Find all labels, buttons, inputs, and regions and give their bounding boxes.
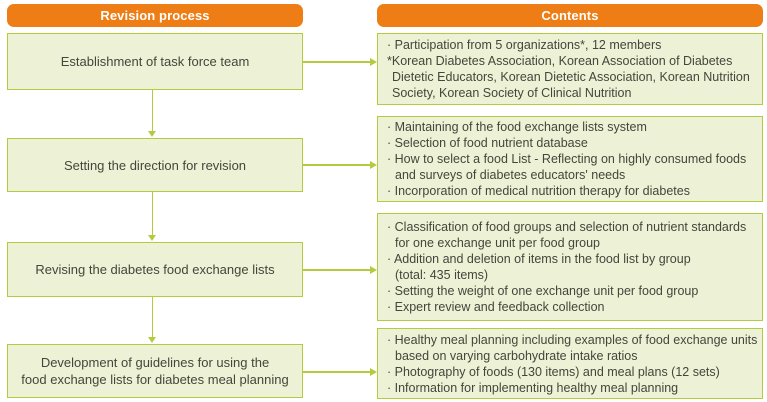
right-arrow-1 — [303, 58, 377, 65]
contents-line-continuation: and surveys of diabetes educators' needs — [395, 168, 626, 182]
contents-box-direction: · Maintaining of the food exchange lists… — [377, 116, 763, 202]
contents-line: · How to select a food List - Reflecting… — [387, 152, 747, 166]
down-arrow-3 — [149, 297, 156, 343]
contents-line: · Addition and deletion of items in the … — [387, 252, 691, 266]
process-box-guidelines: Development of guidelines for using the … — [7, 344, 303, 398]
contents-line-continuation: (total: 435 items) — [395, 268, 489, 282]
contents-line: · Maintaining of the food exchange lists… — [387, 120, 647, 134]
contents-line: · Incorporation of medical nutrition the… — [387, 184, 690, 198]
process-box-label: food exchange lists for diabetes meal pl… — [21, 372, 289, 387]
right-arrow-4 — [303, 368, 377, 375]
process-box-establishment: Establishment of task force team — [7, 33, 303, 90]
contents-line: · Information for implementing healthy m… — [387, 380, 679, 395]
process-box-label: Development of guidelines for using the — [40, 355, 270, 370]
process-box-revising: Revising the diabetes food exchange list… — [7, 242, 303, 297]
contents-line: · Classification of food groups and sele… — [387, 220, 747, 234]
process-box-label: Revising the diabetes food exchange list… — [35, 262, 275, 277]
contents-box-guidelines: · Healthy meal planning including exampl… — [377, 328, 763, 399]
process-box-label: Establishment of task force team — [60, 54, 250, 69]
contents-box-establishment: · Participation from 5 organizations*, 1… — [377, 33, 763, 105]
right-arrow-3 — [303, 266, 377, 273]
contents-line: · Expert review and feedback collection — [387, 300, 605, 314]
contents-footnote-line: *Korean Diabetes Association, Korean Ass… — [387, 54, 733, 68]
contents-line: · Healthy meal planning including exampl… — [387, 332, 758, 347]
contents-line: · Selection of food nutrient database — [387, 136, 588, 150]
contents-box-revising: · Classification of food groups and sele… — [377, 213, 763, 321]
process-box-label: Setting the direction for revision — [63, 157, 247, 173]
contents-line: · Setting the weight of one exchange uni… — [387, 284, 699, 298]
contents-footnote-line: Dietetic Educators, Korean Dietetic Asso… — [392, 70, 750, 84]
down-arrow-1 — [149, 90, 156, 137]
contents-header: Contents — [377, 4, 763, 27]
revision-process-header: Revision process — [7, 4, 303, 27]
contents-line-continuation: for one exchange unit per food group — [395, 236, 601, 250]
contents-line: · Photography of foods (130 items) and m… — [387, 364, 720, 379]
process-box-direction: Setting the direction for revision — [7, 138, 303, 192]
down-arrow-2 — [149, 192, 156, 241]
contents-footnote-line: Society, Korean Society of Clinical Nutr… — [392, 86, 632, 100]
contents-line-continuation: based on varying carbohydrate intake rat… — [395, 348, 638, 363]
contents-line: · Participation from 5 organizations*, 1… — [387, 38, 662, 52]
right-arrow-2 — [303, 161, 377, 168]
